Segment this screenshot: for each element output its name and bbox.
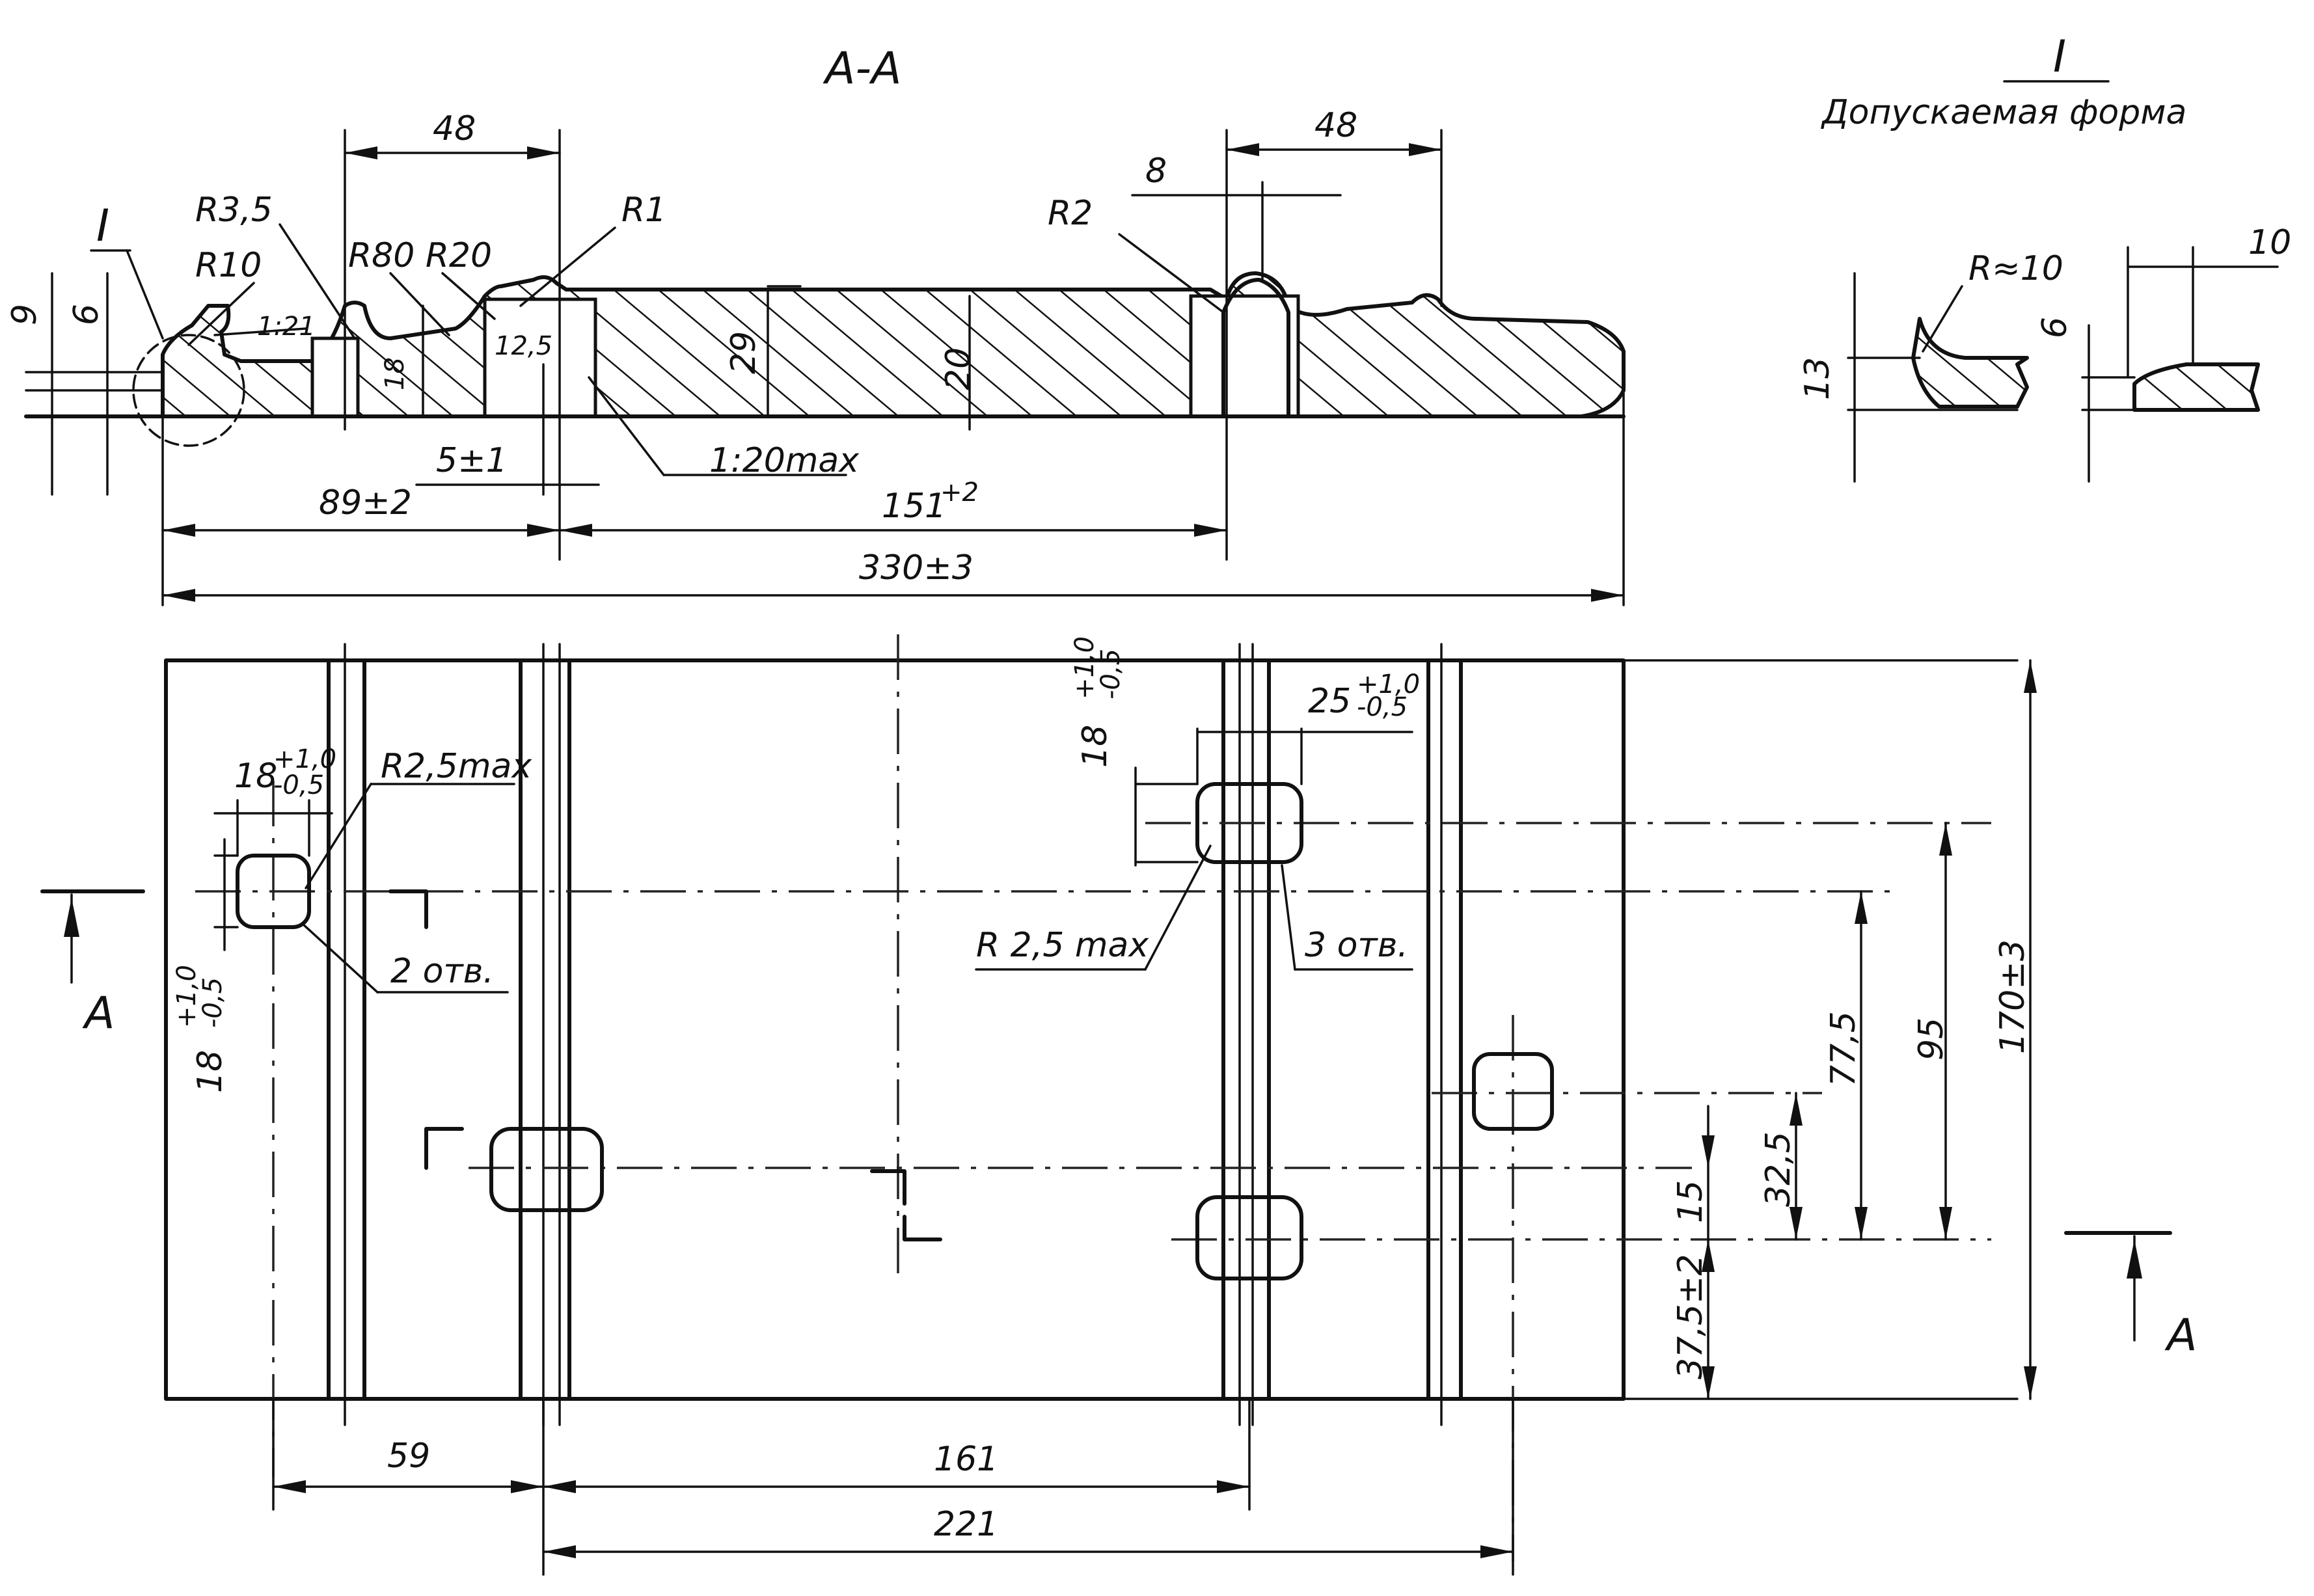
detail-title: I <box>2053 31 2066 83</box>
label-r10: R10 <box>195 246 262 285</box>
detail-mark: I <box>96 200 109 252</box>
hole-bottom-right <box>1195 1195 1303 1280</box>
detail-label-10: 10 <box>2248 223 2291 262</box>
detail-circle <box>132 334 245 447</box>
label-37-5pm2: 37,5±2 <box>1671 1254 1710 1379</box>
detail-label-r10: R≈10 <box>1968 249 2063 288</box>
section-gap-2 <box>483 297 597 418</box>
label-48-right: 48 <box>1314 106 1357 145</box>
detail-subtitle: Допускаемая форма <box>1821 93 2186 132</box>
detail-label-13: 13 <box>1798 357 1837 400</box>
label-221: 221 <box>934 1505 998 1544</box>
label-hole-25: 25 <box>1308 682 1351 721</box>
label-32-5: 32,5 <box>1759 1131 1798 1207</box>
section-shoulder <box>1221 278 1290 418</box>
label-170pm3: 170±3 <box>1993 940 2032 1054</box>
label-89pm2: 89±2 <box>319 483 412 522</box>
label-161: 161 <box>934 1440 998 1479</box>
section-gap-1 <box>310 336 360 418</box>
label-holes-3: 3 отв. <box>1305 926 1408 965</box>
tol-plus-2: +1,0 <box>172 965 202 1028</box>
label-8: 8 <box>1145 152 1167 191</box>
label-12-5: 12,5 <box>495 331 552 361</box>
detail-view: I Допускаемая форма 13 R≈10 6 10 <box>1798 31 2291 483</box>
detail-profile-1 <box>1911 317 2029 409</box>
hole-right <box>1472 1052 1554 1131</box>
label-95: 95 <box>1912 1018 1951 1061</box>
tol-minus-2: -0,5 <box>198 977 228 1028</box>
detail-label-6: 6 <box>2035 317 2075 338</box>
tol-minus-1: -0,5 <box>273 770 324 800</box>
tol-minus-3: -0,5 <box>1096 649 1126 699</box>
section-A-left: A <box>82 988 115 1039</box>
section-A-right: A <box>2164 1310 2198 1361</box>
label-20: 20 <box>939 347 978 390</box>
tol-plus-3: +1,0 <box>1070 636 1100 699</box>
section-gap-3 <box>1189 294 1300 418</box>
label-r2: R2 <box>1048 194 1093 233</box>
hole-left <box>236 854 311 929</box>
label-hole-18-upper: 18 <box>234 757 277 796</box>
label-r2-5max-left: R2,5max <box>381 747 532 786</box>
label-15: 15 <box>1671 1180 1710 1223</box>
tol-minus-4: -0,5 <box>1357 692 1408 722</box>
label-5pm1: 5±1 <box>436 441 508 480</box>
label-18: 18 <box>380 357 410 390</box>
hole-top-right <box>1195 782 1303 864</box>
label-330pm3: 330±3 <box>859 548 973 588</box>
label-hole-18-top-right: 18 <box>1076 725 1115 768</box>
label-r1: R1 <box>621 191 666 230</box>
plan-outline <box>164 658 1626 1401</box>
tol-plus-1: +1,0 <box>273 744 336 774</box>
section-plate-profile <box>161 271 1626 418</box>
label-151: 151 <box>882 487 946 526</box>
label-slope-1-20max: 1:20max <box>709 441 860 480</box>
label-9: 9 <box>5 304 44 325</box>
label-holes-2: 2 отв. <box>390 952 494 991</box>
label-slope-1-21: 1:21 <box>257 312 316 342</box>
label-48-left: 48 <box>433 109 476 148</box>
label-59: 59 <box>387 1437 430 1476</box>
label-29: 29 <box>724 331 763 374</box>
label-6: 6 <box>67 304 106 325</box>
tol-plus-4: +1,0 <box>1357 670 1420 699</box>
section-view: А-А I R3,5 R10 1:21 R80 R20 R1 R2 1:20ma… <box>5 43 1626 606</box>
label-77-5: 77,5 <box>1824 1011 1863 1087</box>
label-r3-5: R3,5 <box>195 191 273 230</box>
label-151-tol: +2 <box>940 478 979 507</box>
plan-view: A A 18 +1,0 -0,5 R2,5max 2 отв. 18 +1,0 … <box>40 634 2198 1576</box>
label-r2-5max-right: R 2,5 max <box>976 926 1149 965</box>
detail-profile-2 <box>2132 362 2260 412</box>
section-title: А-А <box>823 43 902 94</box>
hole-center-left <box>489 1127 604 1212</box>
label-hole-18-side: 18 <box>191 1050 230 1093</box>
label-r80-r20: R80 R20 <box>348 236 492 275</box>
